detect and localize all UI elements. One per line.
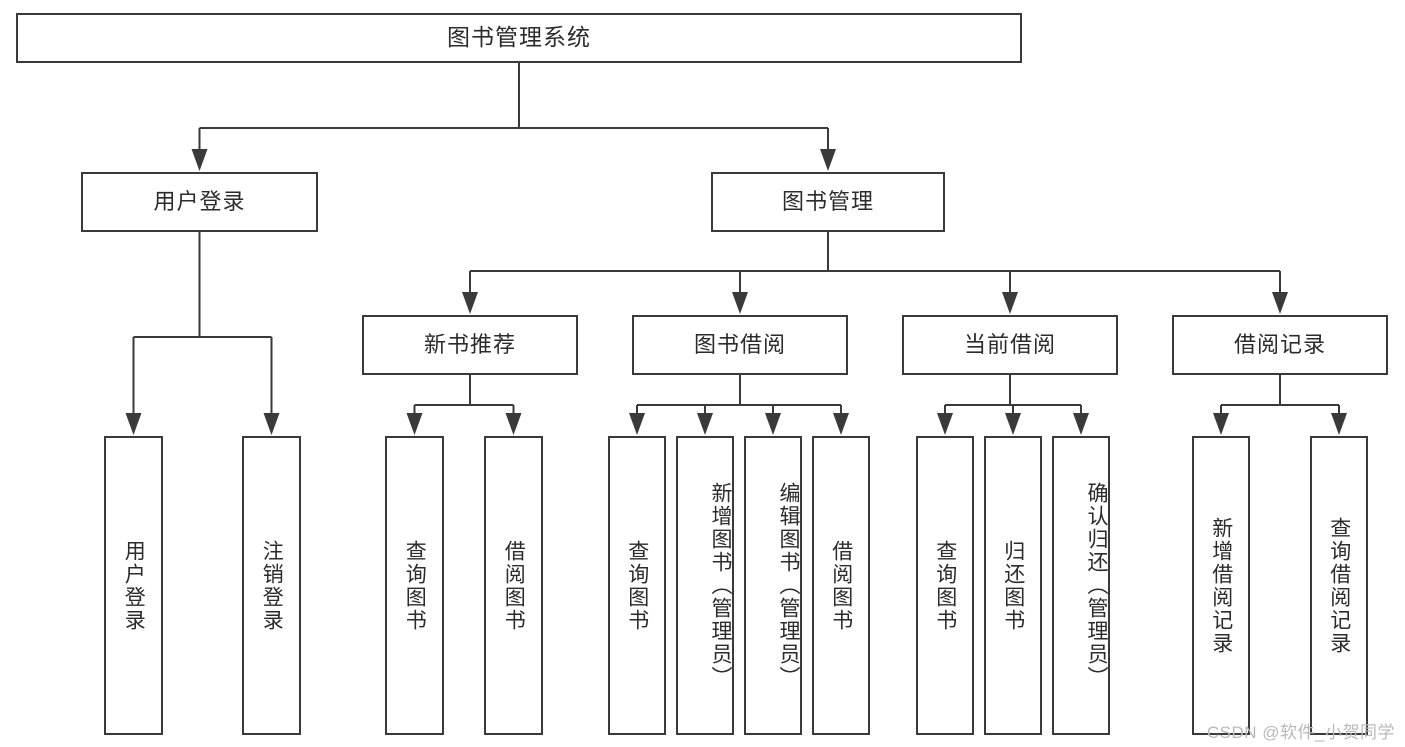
node-root[interactable]: 图书管理系统 <box>16 13 1022 63</box>
arrow-head-icon <box>765 413 781 435</box>
arrow-head-icon <box>629 413 645 435</box>
node-leaf-return-book[interactable]: 归还图书 <box>984 436 1042 735</box>
watermark: CSDN @软件_小贺同学 <box>1206 723 1395 742</box>
arrow-head-icon <box>1272 292 1288 314</box>
node-label: 查询借阅记录 <box>1327 516 1351 655</box>
arrow-head-icon <box>1005 413 1021 435</box>
arrow-head-icon <box>937 413 953 435</box>
node-leaf-user-login[interactable]: 用户登录 <box>104 436 163 735</box>
node-leaf-confirm-return[interactable]: 确认归还（管理员） <box>1052 436 1110 735</box>
node-leaf-edit-book[interactable]: 编辑图书（管理员） <box>744 436 802 735</box>
node-label: 归还图书 <box>1001 539 1025 632</box>
node-label: 用户登录 <box>122 539 146 632</box>
node-l3-new-book-rec[interactable]: 新书推荐 <box>362 315 578 375</box>
node-label: 图书借阅 <box>693 331 786 357</box>
arrow-head-icon <box>125 413 142 435</box>
node-leaf-query-record[interactable]: 查询借阅记录 <box>1310 436 1368 735</box>
arrow-head-icon <box>462 292 478 314</box>
node-label: 编辑图书（管理员） <box>777 482 800 689</box>
node-label: 用户登录 <box>153 188 246 214</box>
node-label: 查询图书 <box>933 539 957 632</box>
node-leaf-query-book-2[interactable]: 查询图书 <box>608 436 666 735</box>
arrow-head-icon <box>833 413 849 435</box>
node-label: 注销登录 <box>260 539 284 632</box>
node-label: 查询图书 <box>625 539 649 632</box>
node-label: 当前借阅 <box>963 331 1056 357</box>
node-label: 借阅图书 <box>502 539 526 632</box>
arrow-head-icon <box>263 413 280 435</box>
node-l2-user-login[interactable]: 用户登录 <box>81 172 318 232</box>
arrow-head-icon <box>732 292 748 314</box>
arrow-head-icon <box>1073 413 1089 435</box>
arrow-head-icon <box>191 149 208 171</box>
node-label: 新增图书（管理员） <box>709 482 732 689</box>
node-l3-current-borrow[interactable]: 当前借阅 <box>902 315 1118 375</box>
node-label: 借阅图书 <box>829 539 853 632</box>
node-label: 图书管理系统 <box>447 24 591 51</box>
node-label: 借阅记录 <box>1233 331 1326 357</box>
node-label: 新增借阅记录 <box>1209 516 1233 655</box>
node-leaf-query-book-3[interactable]: 查询图书 <box>916 436 974 735</box>
node-l3-book-borrow[interactable]: 图书借阅 <box>632 315 848 375</box>
arrow-head-icon <box>697 413 713 435</box>
arrow-head-icon <box>1002 292 1018 314</box>
node-label: 确认归还（管理员） <box>1085 482 1108 689</box>
node-label: 图书管理 <box>781 188 874 214</box>
node-leaf-borrow-book-2[interactable]: 借阅图书 <box>812 436 870 735</box>
arrow-head-icon <box>1331 413 1347 435</box>
node-label: 新书推荐 <box>423 331 516 357</box>
node-l3-borrow-record[interactable]: 借阅记录 <box>1172 315 1388 375</box>
node-leaf-logout[interactable]: 注销登录 <box>242 436 301 735</box>
node-label: 查询图书 <box>403 539 427 632</box>
arrow-head-icon <box>406 413 423 435</box>
node-l2-book-manage[interactable]: 图书管理 <box>711 172 945 232</box>
node-leaf-add-record[interactable]: 新增借阅记录 <box>1192 436 1250 735</box>
node-leaf-add-book[interactable]: 新增图书（管理员） <box>676 436 734 735</box>
arrow-head-icon <box>1213 413 1229 435</box>
arrow-head-icon <box>505 413 522 435</box>
arrow-head-icon <box>820 149 836 171</box>
node-leaf-borrow-book-1[interactable]: 借阅图书 <box>484 436 543 735</box>
node-leaf-query-book-1[interactable]: 查询图书 <box>385 436 444 735</box>
